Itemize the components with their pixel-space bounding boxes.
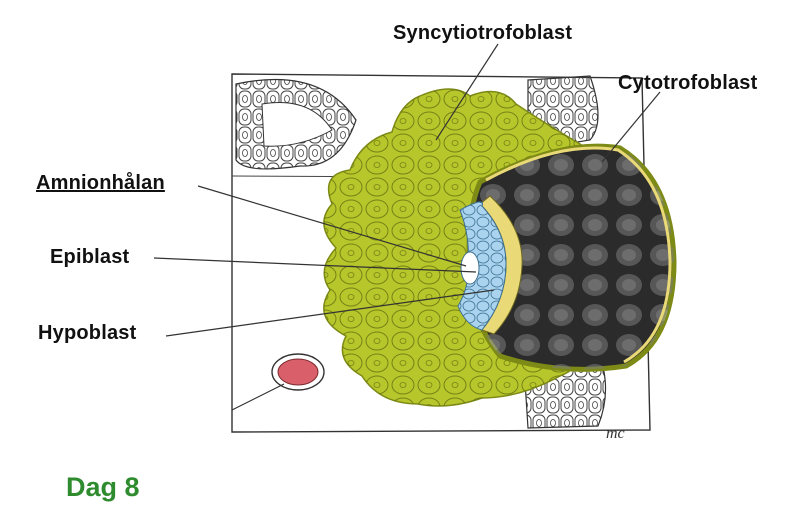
label-hypoblast: Hypoblast — [38, 322, 136, 345]
label-epiblast: Epiblast — [50, 246, 129, 269]
label-syncytiotrofoblast: Syncytiotrofoblast — [393, 22, 572, 45]
caption-day: Dag 8 — [66, 472, 140, 503]
artist-mark: mc — [606, 425, 625, 442]
label-amnionhalan: Amnionhålan — [36, 172, 165, 195]
maternal-blood-vessel — [272, 354, 324, 390]
label-cytotrofoblast: Cytotrofoblast — [618, 72, 757, 95]
amniotic-cavity — [461, 252, 479, 284]
